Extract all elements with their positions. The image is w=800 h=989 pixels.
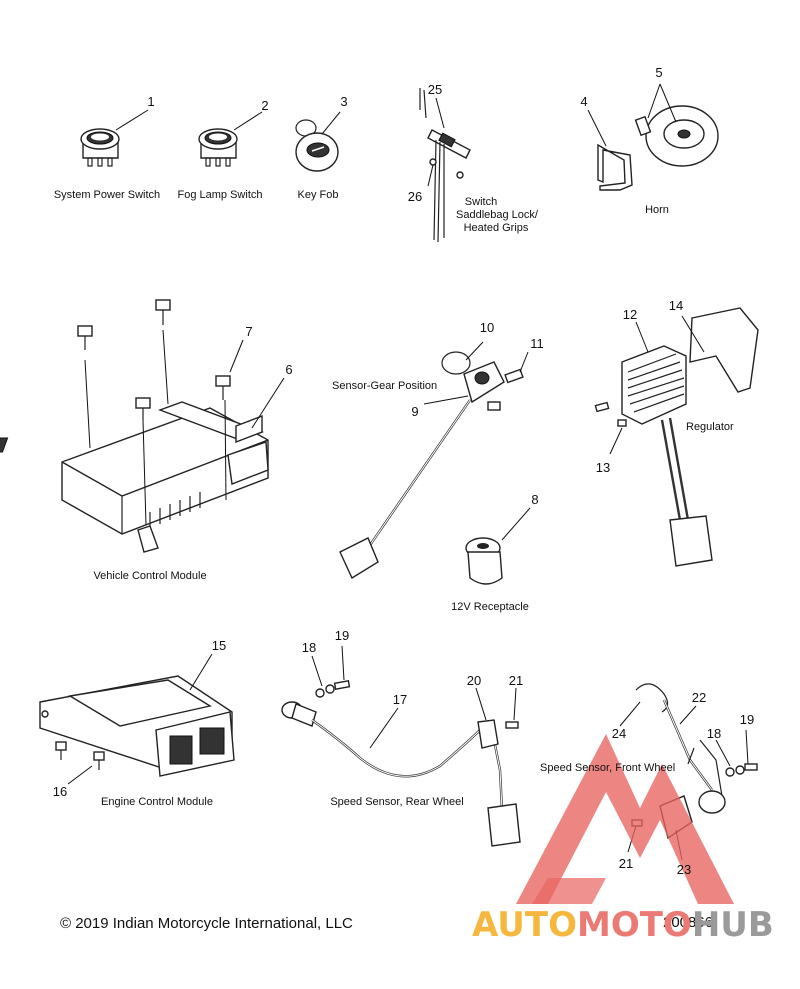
part-number-21-front: 21: [618, 856, 634, 871]
label-vehicle-control-module: Vehicle Control Module: [93, 570, 207, 582]
label-switch-line-1: Switch: [464, 196, 498, 208]
rear-speed-sensor-part: [281, 645, 521, 847]
part-number-26: 26: [407, 189, 423, 204]
vehicle-control-module-part: [0, 299, 285, 553]
regulator-part: [594, 307, 759, 567]
part-number-5: 5: [655, 65, 663, 80]
part-number-14: 14: [668, 298, 684, 313]
label-switch-line-2: Saddlebag Lock/: [456, 209, 538, 221]
key-fob-part: [295, 111, 341, 172]
label-speed-sensor-front: Speed Sensor, Front Wheel: [540, 762, 676, 774]
part-number-8: 8: [531, 492, 539, 507]
part-number-1: 1: [147, 94, 155, 109]
watermark-text-auto: AUTO: [472, 905, 577, 945]
gear-position-sensor-part: [339, 341, 529, 580]
part-number-13: 13: [595, 460, 611, 475]
horn-part: [587, 83, 719, 191]
part-number-7: 7: [245, 324, 253, 339]
part-number-23: 23: [676, 862, 692, 877]
part-number-4: 4: [580, 94, 588, 109]
label-switch-line-3: Heated Grips: [463, 222, 529, 234]
label-sensor-gear-position: Sensor-Gear Position: [332, 380, 438, 392]
part-number-11: 11: [530, 336, 544, 351]
part-number-10: 10: [479, 320, 495, 335]
part-number-15: 15: [211, 638, 227, 653]
label-speed-sensor-rear: Speed Sensor, Rear Wheel: [330, 796, 464, 808]
part-number-16: 16: [52, 784, 68, 799]
label-horn: Horn: [645, 204, 669, 216]
part-number-6: 6: [285, 362, 293, 377]
part-number-18-front: 18: [706, 726, 722, 741]
12v-receptacle-part: [465, 507, 531, 585]
watermark-text-hub: HUB: [691, 905, 774, 945]
diagram-id: 200866: [663, 914, 714, 931]
part-number-22: 22: [691, 690, 707, 705]
part-number-19-front: 19: [739, 712, 755, 727]
part-number-9: 9: [411, 404, 419, 419]
part-number-20: 20: [466, 673, 482, 688]
fog-lamp-switch-part: [198, 111, 263, 167]
system-power-switch-part: [80, 109, 149, 167]
part-number-18: 18: [301, 640, 317, 655]
copyright-notice: © 2019 Indian Motorcycle International, …: [60, 915, 353, 932]
label-key-fob: Key Fob: [297, 189, 339, 201]
part-number-17: 17: [392, 692, 408, 707]
label-fog-lamp-switch: Fog Lamp Switch: [177, 189, 263, 201]
part-number-25: 25: [427, 82, 443, 97]
label-regulator: Regulator: [686, 421, 734, 433]
part-number-24: 24: [611, 726, 627, 741]
saddlebag-switch-part: [419, 88, 471, 243]
automotohub-watermark-logo: [516, 734, 734, 904]
label-system-power-switch: System Power Switch: [53, 189, 161, 201]
label-12v-receptacle: 12V Receptacle: [451, 601, 529, 613]
automotohub-watermark-text: AUTOMOTOHUB: [472, 905, 774, 945]
part-number-3: 3: [340, 94, 348, 109]
part-number-21: 21: [508, 673, 524, 688]
part-number-19: 19: [334, 628, 350, 643]
engine-control-module-part: [39, 653, 235, 785]
part-number-2: 2: [261, 98, 269, 113]
part-number-12: 12: [622, 307, 638, 322]
watermark-text-moto: MOTO: [576, 905, 692, 945]
label-engine-control-module: Engine Control Module: [101, 796, 213, 808]
